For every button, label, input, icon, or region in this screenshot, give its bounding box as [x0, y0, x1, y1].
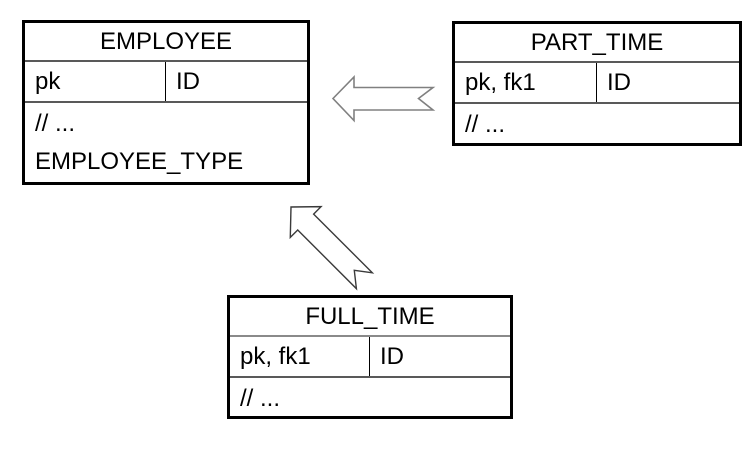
key-cell: pk — [25, 62, 166, 101]
column-cell: ID — [607, 69, 631, 96]
key-row: pk, fk1 ID — [230, 337, 510, 378]
key-row: pk ID — [25, 62, 307, 103]
table-title: FULL_TIME — [230, 298, 510, 337]
table-body: // ... EMPLOYEE_TYPE — [25, 103, 307, 182]
key-cell: pk, fk1 — [455, 63, 597, 102]
column-cell: ID — [380, 343, 404, 370]
entity-table-part-time: PART_TIME pk, fk1 ID // ... — [452, 21, 742, 146]
table-body: // ... — [455, 104, 739, 143]
entity-table-full-time: FULL_TIME pk, fk1 ID // ... — [227, 295, 513, 419]
entity-table-employee: EMPLOYEE pk ID // ... EMPLOYEE_TYPE — [22, 20, 310, 185]
attribute-line: EMPLOYEE_TYPE — [35, 148, 244, 175]
column-cell: ID — [176, 68, 200, 95]
comment-line: // ... — [465, 111, 506, 138]
table-title: PART_TIME — [455, 24, 739, 63]
table-title: EMPLOYEE — [25, 23, 307, 62]
comment-line: // ... — [35, 110, 76, 137]
left-block-arrow-icon — [331, 75, 436, 123]
up-left-block-arrow-icon — [289, 205, 375, 291]
key-cell: pk, fk1 — [230, 337, 370, 376]
comment-line: // ... — [240, 385, 281, 412]
table-body: // ... — [230, 378, 510, 416]
key-row: pk, fk1 ID — [455, 63, 739, 104]
